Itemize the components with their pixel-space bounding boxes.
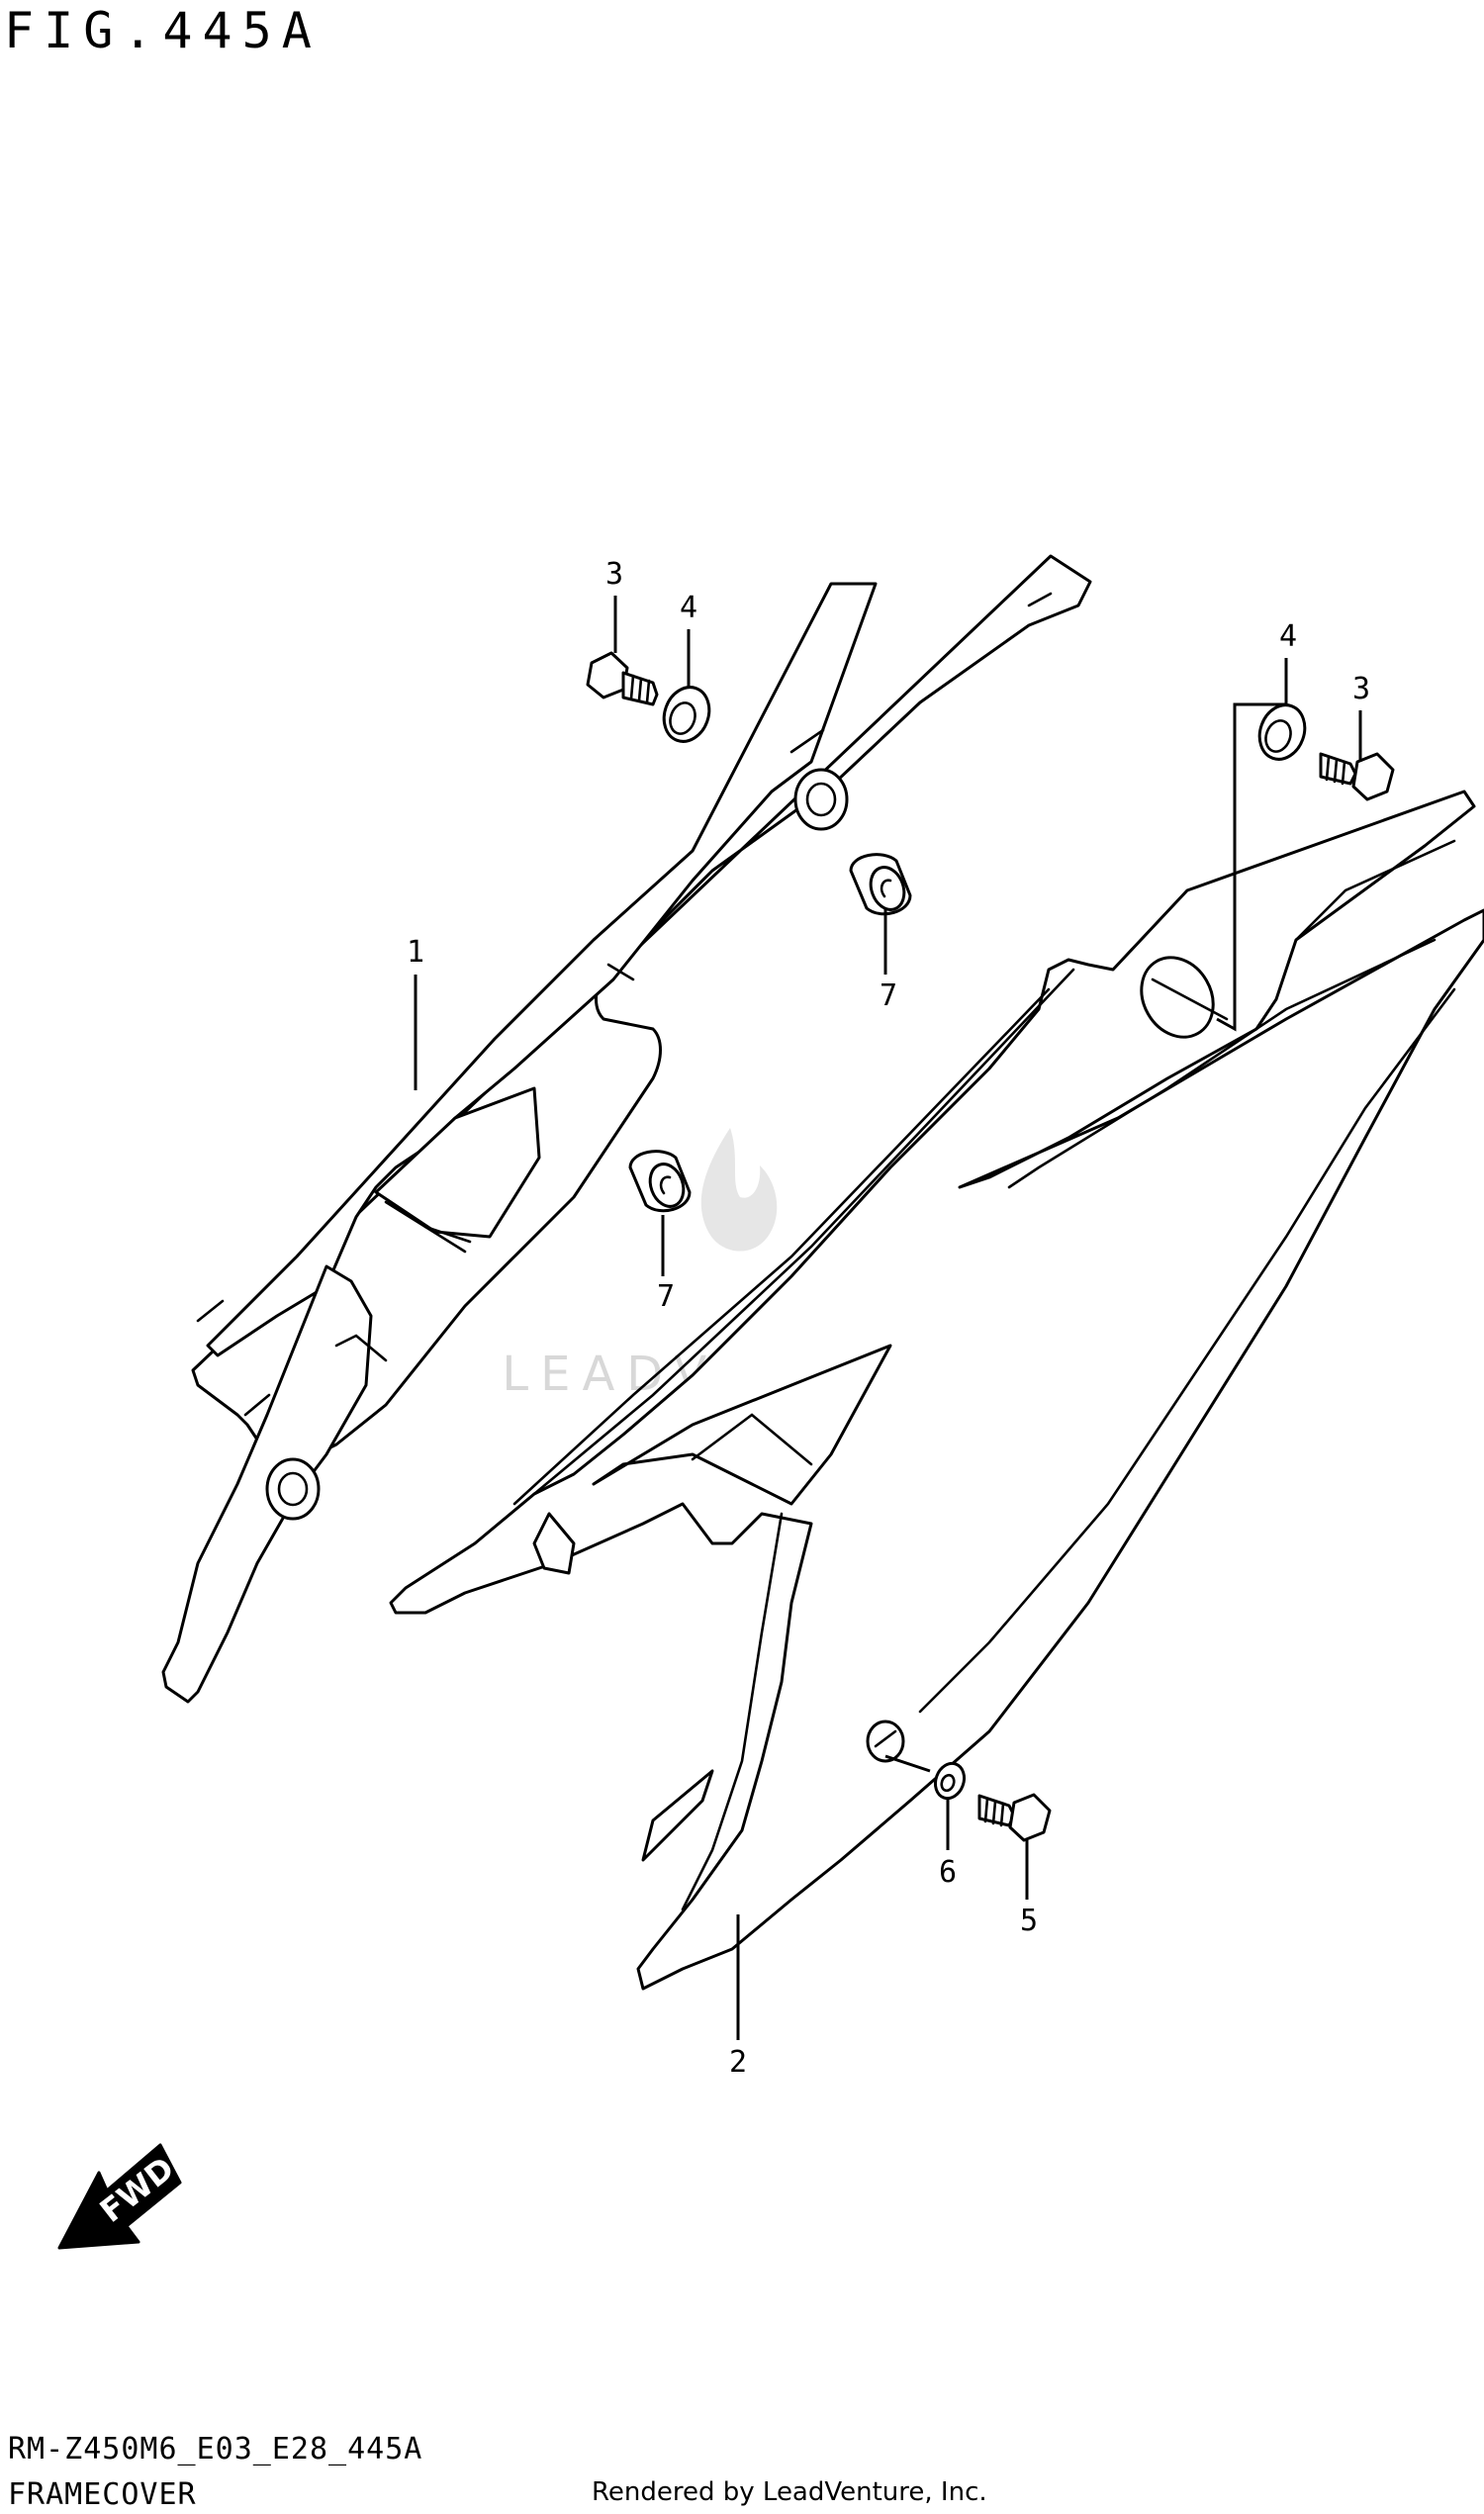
callout-part-3-right: 3 (1352, 672, 1370, 706)
callout-part-1: 1 (407, 935, 424, 970)
cushion-7-lower[interactable] (628, 1150, 692, 1213)
callout-part-7-lower: 7 (657, 1279, 675, 1314)
washer-6[interactable] (931, 1759, 970, 1802)
bolt-3-left[interactable] (586, 651, 659, 706)
grommet-hole (793, 768, 849, 831)
cushion-7-upper[interactable] (849, 853, 912, 916)
bolt-3-right[interactable] (1319, 752, 1395, 801)
model-code: RM-Z450M6_E03_E28_445A (8, 2432, 423, 2467)
section-name: FRAMECOVER (8, 2477, 197, 2512)
fwd-arrow-icon (57, 2143, 182, 2250)
leader-lines (414, 596, 1362, 2040)
washer-4-left[interactable] (657, 681, 716, 748)
render-credit: Rendered by LeadVenture, Inc. (592, 2477, 987, 2507)
frame-cover-left[interactable] (161, 554, 1092, 1704)
mount-hole (1140, 956, 1215, 1039)
callout-part-3-left: 3 (605, 557, 623, 592)
callout-part-7-upper: 7 (880, 978, 897, 1013)
washer-4-right[interactable] (1252, 698, 1312, 766)
figure-title: FIG.445A (4, 2, 322, 59)
callout-part-4-right: 4 (1279, 619, 1297, 654)
callout-part-5: 5 (1020, 1904, 1038, 1938)
callout-part-2: 2 (729, 2045, 747, 2080)
bolt-5[interactable] (977, 1793, 1052, 1842)
forward-direction-badge: FWD (57, 2143, 182, 2250)
callout-part-6: 6 (939, 1855, 957, 1890)
watermark-flame-icon (700, 1128, 778, 1252)
frame-cover-right[interactable] (389, 790, 1484, 1991)
callout-part-4-left: 4 (680, 591, 697, 625)
